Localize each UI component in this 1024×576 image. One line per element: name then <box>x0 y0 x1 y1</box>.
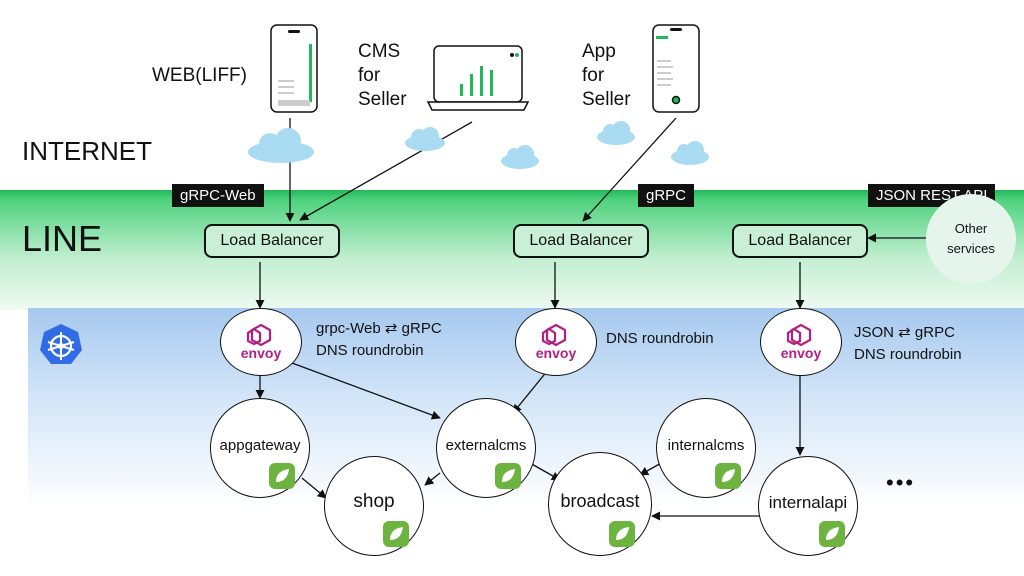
cloud-icon <box>597 121 635 145</box>
arrow-envoy2-to-externalcms <box>512 369 549 414</box>
envoy-label: envoy <box>240 345 282 361</box>
laptop-icon <box>426 45 530 111</box>
envoy-label: envoy <box>535 345 577 361</box>
spring-leaf-icon <box>495 463 521 489</box>
envoy-icon <box>786 323 812 347</box>
service-label: internalapi <box>768 493 848 512</box>
envoy-proxy-app: envoy <box>515 308 597 376</box>
envoy-app-note: DNS roundrobin <box>606 330 714 347</box>
envoy-rest-note: JSON ⇄ gRPC <box>854 324 955 341</box>
spring-leaf-icon <box>819 521 845 547</box>
service-label: appgateway <box>219 437 301 454</box>
client-cms-label-line: for <box>358 65 381 86</box>
service-shop: shop <box>324 456 424 556</box>
client-cms-label-line: Seller <box>358 89 407 110</box>
spring-leaf-icon <box>609 521 635 547</box>
arrow-envoy1-to-externalcms <box>291 362 441 420</box>
client-app-label-line: for <box>582 65 605 86</box>
envoy-web-note: grpc-Web ⇄ gRPC <box>316 320 442 337</box>
service-broadcast: broadcast <box>548 452 652 556</box>
arrow-externalcms-to-shop <box>424 472 441 486</box>
service-label: externalcms <box>445 437 527 454</box>
envoy-rest-note: DNS roundrobin <box>854 346 962 363</box>
cloud-icon <box>248 128 314 163</box>
client-cms-label-line: CMS <box>358 41 401 62</box>
service-externalcms: externalcms <box>436 398 536 498</box>
spring-leaf-icon <box>269 463 295 489</box>
grpc-web-tag: gRPC-Web <box>172 184 264 207</box>
service-appgateway: appgateway <box>210 398 310 498</box>
kubernetes-icon <box>40 324 82 364</box>
load-balancer-app: Load Balancer <box>513 224 649 258</box>
arrow-cms-to-lb1 <box>299 121 473 221</box>
grpc-tag: gRPC <box>638 184 695 207</box>
service-internalapi: internalapi <box>758 456 858 556</box>
phone-icon <box>270 24 318 113</box>
client-app-label-line: App <box>582 41 616 62</box>
other-services-label-line: Other <box>954 221 988 236</box>
service-internalcms: internalcms <box>656 398 756 498</box>
internet-zone-label: INTERNET <box>22 136 152 166</box>
client-app-label-line: Seller <box>582 89 631 110</box>
arrow-app-to-lb2 <box>582 117 677 222</box>
service-label: broadcast <box>560 491 640 511</box>
envoy-proxy-web: envoy <box>220 308 302 376</box>
spring-leaf-icon <box>715 463 741 489</box>
more-services-ellipsis: ••• <box>886 470 916 495</box>
cloud-icon <box>671 141 709 165</box>
envoy-proxy-rest: envoy <box>760 308 842 376</box>
envoy-label: envoy <box>780 345 822 361</box>
arrow-appgateway-to-shop <box>301 477 327 499</box>
service-label: shop <box>353 491 395 512</box>
envoy-icon <box>246 323 272 347</box>
envoy-icon <box>541 323 567 347</box>
other-services-label-line: services <box>947 241 995 256</box>
cloud-icon <box>405 127 445 151</box>
load-balancer-web: Load Balancer <box>204 224 340 258</box>
service-label: internalcms <box>667 437 745 454</box>
line-zone-label: LINE <box>22 218 103 259</box>
phone-icon <box>652 24 700 113</box>
client-web-label: WEB(LIFF) <box>152 65 247 86</box>
envoy-web-note: DNS roundrobin <box>316 342 424 359</box>
cloud-icon <box>501 145 539 169</box>
load-balancer-rest: Load Balancer <box>732 224 868 258</box>
other-services-node: Other services <box>926 194 1016 284</box>
spring-leaf-icon <box>383 521 409 547</box>
